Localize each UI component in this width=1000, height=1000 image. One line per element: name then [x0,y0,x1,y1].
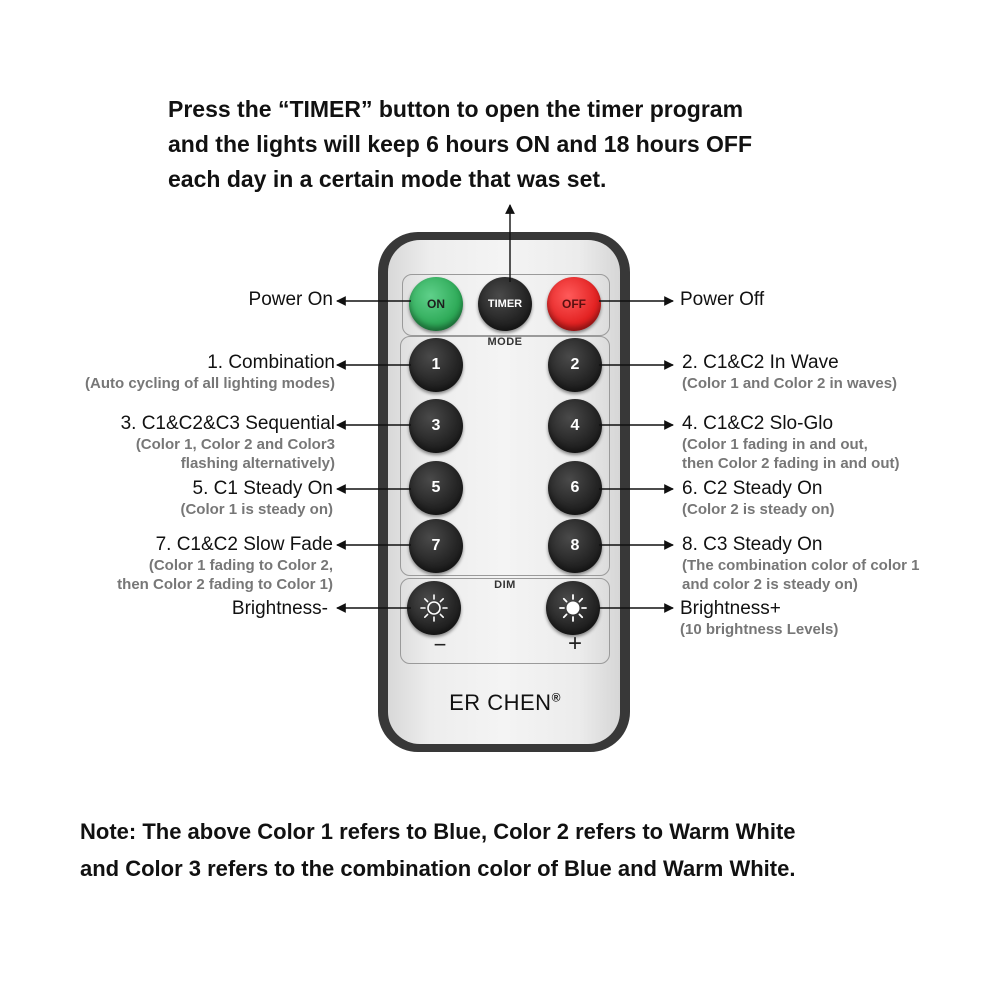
mode-button-5[interactable]: 5 [409,461,463,515]
mode-button-6[interactable]: 6 [548,461,602,515]
power-off-label: Power Off [680,289,765,310]
note-line: and Color 3 refers to the combination co… [80,856,796,881]
color-note: Note: The above Color 1 refers to Blue, … [80,813,980,887]
power-on-label: Power On [248,289,333,310]
brightness-plus-label: Brightness+ (10 brightness Levels) [680,598,839,638]
timer-button[interactable]: TIMER [478,277,532,331]
instruction-line: each day in a certain mode that was set. [168,166,607,192]
mode-button-8[interactable]: 8 [548,519,602,573]
brand-logo: ER CHEN® [449,690,561,715]
mode-panel [400,336,610,576]
power-panel [402,274,610,336]
brightness-up-button[interactable] [546,581,600,635]
sun-filled-icon [559,594,587,622]
instruction-line: Press the “TIMER” button to open the tim… [168,96,744,122]
brightness-minus-label: Brightness- [231,598,328,619]
mode-4-label: 4. C1&C2 Slo-Glo (Color 1 fading in and … [682,413,900,472]
note-line: Note: The above Color 1 refers to Blue, … [80,819,796,844]
mode-2-label: 2. C1&C2 In Wave (Color 1 and Color 2 in… [682,352,898,392]
mode-1-label: 1. Combination (Auto cycling of all ligh… [85,352,335,392]
mode-button-3[interactable]: 3 [409,399,463,453]
dim-label: DIM [494,579,516,591]
mode-8-label: 8. C3 Steady On (The combination color o… [682,534,920,593]
timer-instructions: Press the “TIMER” button to open the tim… [168,92,928,197]
mode-button-7[interactable]: 7 [409,519,463,573]
mode-6-label: 6. C2 Steady On (Color 2 is steady on) [682,478,835,518]
minus-symbol: − [433,632,447,657]
plus-symbol: + [567,630,582,657]
mode-button-2[interactable]: 2 [548,338,602,392]
mode-5-label: 5. C1 Steady On (Color 1 is steady on) [180,478,333,518]
dim-panel [400,578,610,664]
mode-7-label: 7. C1&C2 Slow Fade (Color 1 fading to Co… [117,534,333,593]
mode-3-label: 3. C1&C2&C3 Sequential (Color 1, Color 2… [120,413,335,472]
instruction-line: and the lights will keep 6 hours ON and … [168,131,753,157]
mode-button-4[interactable]: 4 [548,399,602,453]
brightness-down-button[interactable] [407,581,461,635]
on-button[interactable]: ON [409,277,463,331]
mode-button-1[interactable]: 1 [409,338,463,392]
sun-outline-icon [420,594,448,622]
off-button[interactable]: OFF [547,277,601,331]
mode-label: MODE [487,336,523,348]
